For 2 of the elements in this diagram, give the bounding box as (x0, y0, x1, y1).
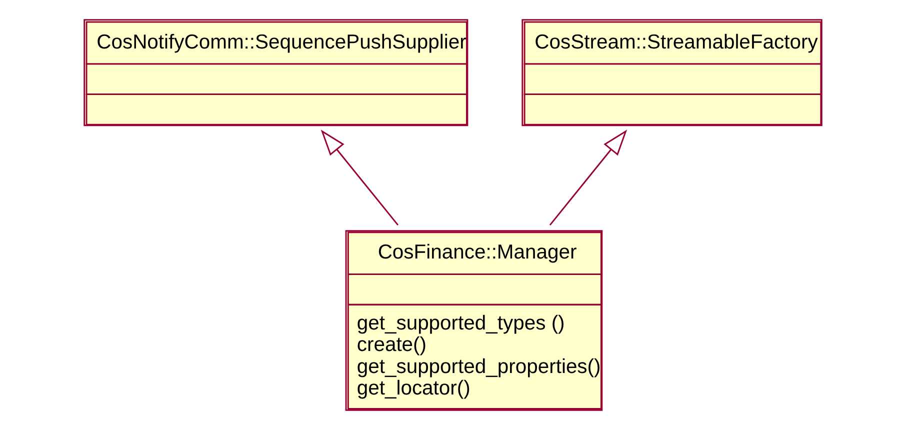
arrow (320, 130, 398, 226)
arrow (548, 130, 627, 226)
